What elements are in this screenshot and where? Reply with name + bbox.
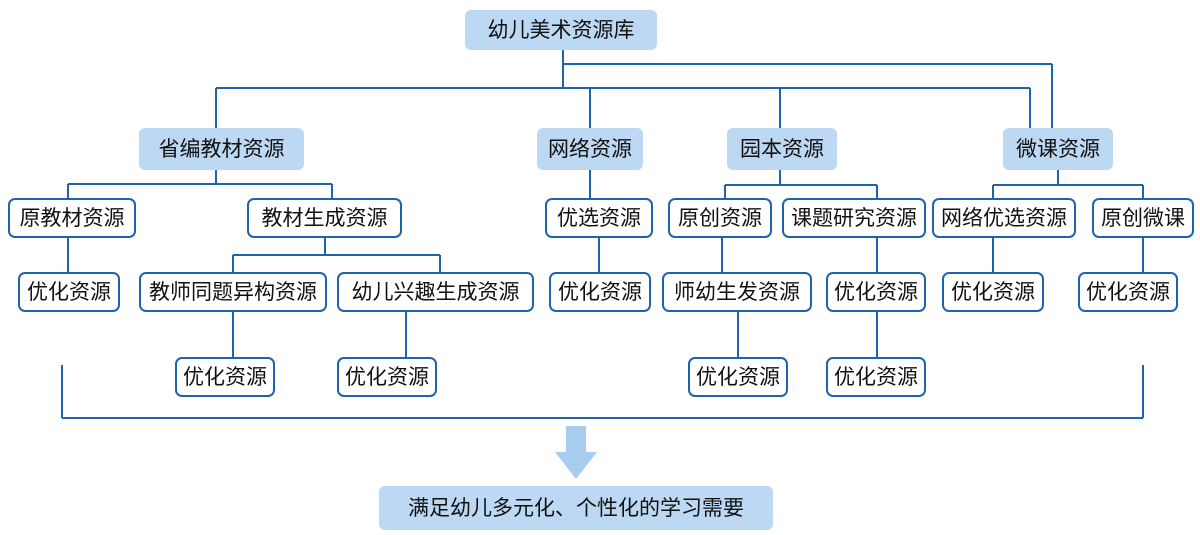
- node-network-resources: 网络资源: [537, 128, 643, 170]
- node-optimized-resources: 优化资源: [337, 357, 437, 397]
- node-teacher-variant: 教师同题异构资源: [139, 272, 327, 312]
- down-arrow-icon: [555, 426, 597, 479]
- node-textbook-generated: 教材生成资源: [247, 198, 402, 238]
- node-optimized-resources: 优化资源: [826, 357, 926, 397]
- node-optimized-resources: 优化资源: [18, 272, 120, 312]
- node-optimized-resources: 优化资源: [175, 357, 275, 397]
- node-school-resources: 园本资源: [727, 128, 837, 170]
- node-selected-resources: 优选资源: [545, 198, 653, 238]
- node-optimized-resources: 优化资源: [549, 272, 651, 312]
- node-provincial-resources: 省编教材资源: [139, 128, 304, 170]
- root-node: 幼儿美术资源库: [465, 10, 657, 50]
- node-optimized-resources: 优化资源: [942, 272, 1044, 312]
- node-teacher-child-resources: 师幼生发资源: [662, 272, 812, 312]
- node-network-selected: 网络优选资源: [932, 198, 1076, 238]
- node-original-resources: 原创资源: [668, 198, 772, 238]
- node-child-interest: 幼儿兴趣生成资源: [337, 272, 534, 312]
- node-optimized-resources: 优化资源: [826, 272, 926, 312]
- node-optimized-resources: 优化资源: [1078, 272, 1178, 312]
- result-node: 满足幼儿多元化、个性化的学习需要: [379, 486, 773, 530]
- node-optimized-resources: 优化资源: [688, 357, 788, 397]
- node-original-textbook: 原教材资源: [8, 198, 136, 238]
- node-research-resources: 课题研究资源: [782, 198, 926, 238]
- node-micro-course-resources: 微课资源: [1003, 128, 1113, 170]
- node-original-micro-course: 原创微课: [1092, 198, 1194, 238]
